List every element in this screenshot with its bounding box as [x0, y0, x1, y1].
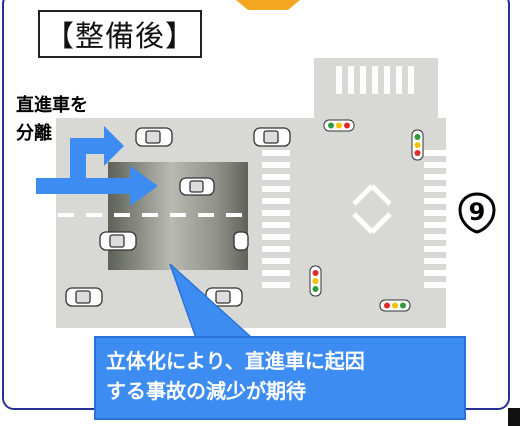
lane-divider: [58, 213, 242, 217]
down-arrow-icon: [236, 0, 300, 10]
side-label-line-1: 直進車を: [16, 95, 88, 116]
traffic-signal-left: [309, 265, 322, 297]
crosswalk-left: [262, 150, 290, 288]
route-number: 9: [468, 198, 486, 226]
callout-box: 立体化により、直進車に起因 する事故の減少が期待: [94, 336, 466, 420]
callout-line-2: する事故の減少が期待: [106, 379, 306, 403]
side-label-line-2: 分離: [16, 123, 52, 144]
car: [135, 127, 173, 147]
crosswalk-top: [336, 66, 414, 94]
car: [205, 287, 243, 307]
car: [99, 231, 137, 251]
car: [253, 127, 291, 147]
callout-line-1: 立体化により、直進車に起因: [106, 349, 365, 373]
diamond-marking: [352, 184, 392, 234]
traffic-signal-bottom: [379, 299, 411, 312]
right-turn-arrow-icon: [70, 126, 124, 190]
traffic-signal-right: [411, 129, 424, 161]
straight-arrow-icon: [36, 166, 158, 206]
car: [233, 231, 249, 251]
traffic-signal-top: [323, 119, 355, 132]
route-shield-icon: [458, 192, 496, 234]
corner-mark: [508, 408, 520, 426]
crosswalk-right: [424, 150, 450, 288]
page-title: 【整備後】: [38, 10, 202, 58]
car: [65, 287, 103, 307]
side-label: 直進車を 分離: [16, 92, 88, 148]
car: [179, 177, 215, 196]
